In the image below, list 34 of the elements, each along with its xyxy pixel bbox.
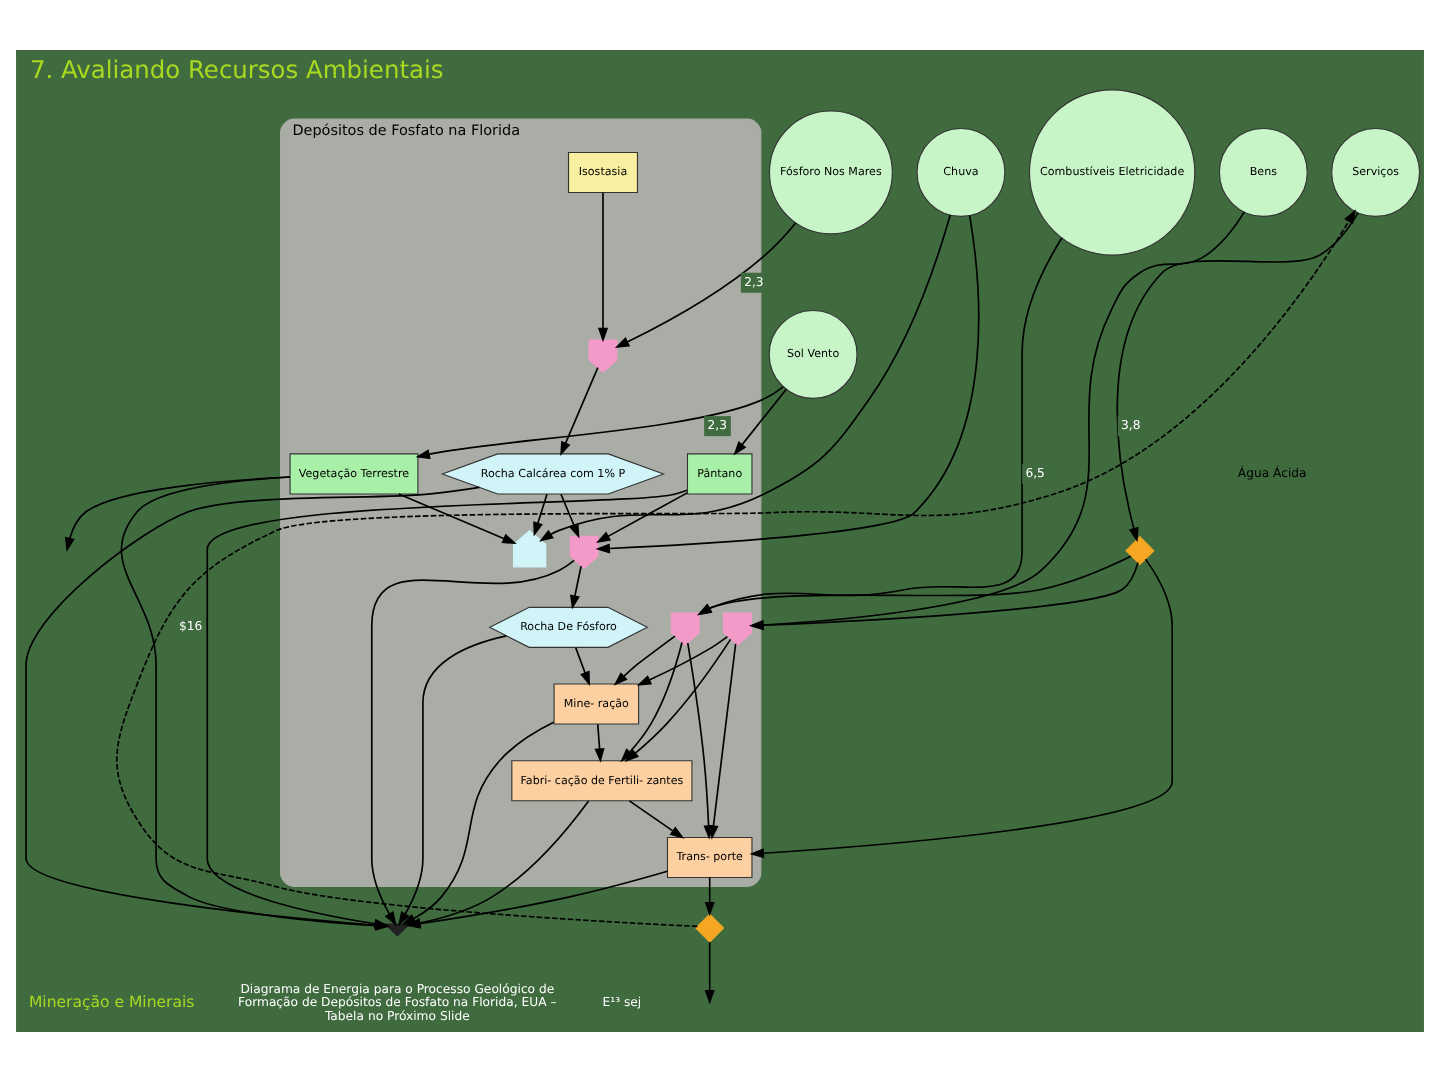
arrow [560,492,580,538]
arrow [120,475,390,930]
arrow [539,213,951,541]
arrow [570,564,582,609]
node-diamond [1125,534,1155,565]
arrow [560,365,599,455]
node-ground [383,922,411,936]
node-tank [512,528,547,567]
arrow [628,799,685,838]
arrow [415,385,784,459]
arrow [574,645,590,685]
arrow [595,213,980,553]
arrow [697,236,1063,615]
arrow [595,491,689,543]
node-diamond [695,912,725,942]
arrow [624,637,732,762]
node-gate [670,611,700,645]
node-gate [588,338,618,372]
arrow [704,940,715,1004]
diagram-title: 7. Avaliando Recursos Ambientais [29,55,444,84]
arrow [397,492,517,544]
arrow [708,641,737,839]
arrow [533,492,548,536]
node-gate [723,611,752,645]
arrow [733,387,787,455]
arrow [594,722,605,762]
node-gate [569,534,599,569]
arrow [614,221,797,347]
arrow [597,191,609,342]
arrow [64,475,291,551]
arrow [697,554,1132,615]
arrow [704,875,715,916]
arrow [613,634,676,685]
arrow [636,634,729,685]
